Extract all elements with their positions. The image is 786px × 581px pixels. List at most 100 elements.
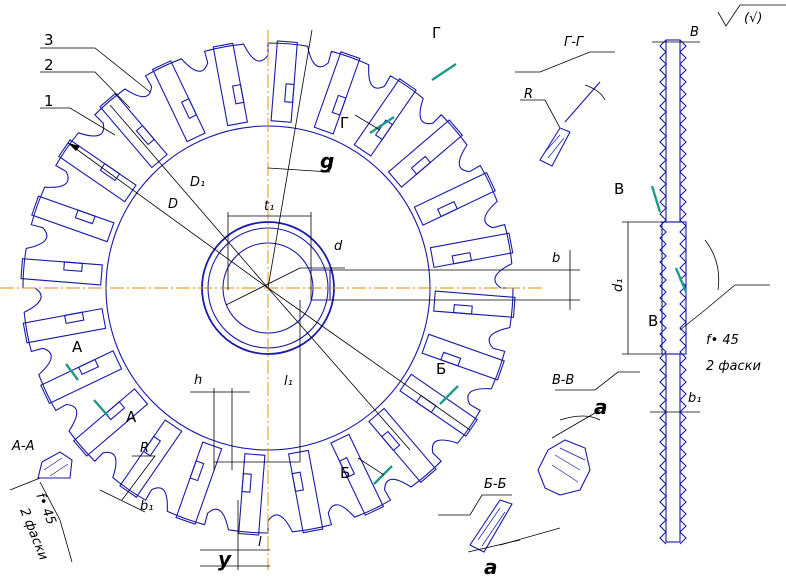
- R-leader: [121, 455, 156, 501]
- BB-tooth: [469, 499, 513, 553]
- label-A-bottom: A: [126, 408, 137, 426]
- section-AA: [9, 451, 73, 563]
- GG-tooth: [539, 127, 571, 167]
- insert-seat: [381, 430, 401, 452]
- AA-body: [37, 451, 73, 479]
- label-pos2: 2: [44, 56, 54, 74]
- section-BB: [438, 494, 561, 553]
- label-G-top: Г: [432, 24, 441, 42]
- GG-leader: [515, 51, 615, 73]
- label-l1: l₁: [284, 374, 293, 389]
- tooth-insert: [433, 290, 516, 318]
- insert-seat: [451, 251, 473, 265]
- tooth-insert: [287, 449, 324, 534]
- insert-seat: [77, 358, 100, 376]
- insert-seat: [135, 124, 155, 146]
- dia-D1-line-ext: [267, 287, 411, 451]
- label-B-bottom: Б: [340, 464, 350, 482]
- gamma-ray: [267, 29, 313, 289]
- insert-seat: [180, 97, 198, 120]
- label-t1: t₁: [264, 199, 274, 214]
- label-R-detail: R: [524, 87, 533, 102]
- label-G-mid: Г: [340, 114, 349, 132]
- insert-seat: [63, 261, 83, 272]
- cut-A-top: [65, 363, 79, 381]
- insert-seat: [331, 94, 347, 116]
- tooth-insert: [175, 441, 223, 525]
- labels: 3 2 1 D D₁ t₁ d b l₁ h l y R b₁ g A A Г …: [11, 11, 762, 579]
- label-section-BB: Б-Б: [484, 477, 507, 492]
- label-d1: d₁: [611, 279, 626, 292]
- label-B-right: Б: [436, 360, 446, 378]
- VV-arc: [559, 415, 601, 421]
- label-B-width: B: [690, 25, 699, 40]
- tooth-insert: [31, 195, 115, 243]
- label-gamma: g: [320, 149, 334, 173]
- insert-seat: [74, 209, 96, 225]
- label-A-top: A: [72, 338, 83, 356]
- section-GG: [515, 51, 615, 167]
- tooth-insert: [368, 407, 437, 484]
- side-view: [622, 4, 786, 545]
- dia-D1-line: [109, 104, 269, 289]
- tooth-insert: [212, 42, 249, 127]
- label-section-AA: A-A: [11, 439, 34, 454]
- chamfer-leader: [679, 284, 770, 331]
- label-alpha: a: [594, 395, 608, 419]
- G-arrow: [354, 114, 381, 131]
- tooth-insert: [119, 419, 183, 498]
- tooth-insert: [429, 232, 514, 269]
- insert-seat: [440, 351, 462, 367]
- insert-seat: [104, 401, 126, 421]
- label-V-top: B: [614, 180, 624, 198]
- d-leader: [225, 267, 301, 306]
- tooth-insert: [313, 51, 361, 135]
- label-y: y: [218, 547, 232, 571]
- label-roughness: (√): [744, 11, 762, 26]
- label-alpha2: a: [484, 555, 498, 579]
- BB-ray2: [499, 527, 561, 546]
- label-section-GG: Г-Г: [564, 35, 585, 50]
- cut-B-bottom: [373, 465, 393, 485]
- VV-body: [537, 439, 591, 496]
- side-teeth-profile: [659, 39, 667, 545]
- side-teeth: [659, 39, 687, 545]
- tooth-insert: [151, 60, 206, 143]
- insert-seat: [453, 304, 473, 315]
- section-VV: [537, 371, 640, 496]
- label-V-bot: B: [648, 312, 658, 330]
- side-disc-bot: [665, 353, 681, 543]
- AA-ray: [9, 477, 41, 491]
- leader-pos2: [40, 71, 131, 109]
- main-view: [0, 29, 580, 570]
- insert-seat: [338, 456, 356, 479]
- tooth-insert: [20, 258, 103, 286]
- insert-seat: [410, 155, 432, 175]
- label-D: D: [168, 197, 178, 212]
- B-arrow: [357, 457, 385, 476]
- tooth-insert: [270, 40, 298, 123]
- label-l: l: [258, 535, 262, 550]
- tooth-insert: [58, 139, 137, 203]
- gamma-arc: [267, 167, 331, 173]
- dia-D-arrow: [68, 143, 80, 151]
- tooth-insert: [330, 433, 385, 516]
- roughness-check: [717, 4, 741, 27]
- insert-seat: [63, 311, 85, 325]
- cut-G-mid: [369, 116, 395, 134]
- label-h: h: [194, 373, 202, 388]
- insert-seat: [241, 473, 252, 493]
- insert-seat: [99, 162, 121, 182]
- label-b: b: [552, 251, 560, 266]
- label-pos1: 1: [44, 92, 54, 110]
- label-chamfer-count: 2 фаски: [706, 359, 761, 374]
- insert-seat: [231, 83, 245, 105]
- GG-arc: [584, 84, 606, 101]
- label-chamfer: f• 45: [706, 333, 739, 348]
- label-section-VV: B-B: [552, 373, 574, 388]
- tooth-insert: [399, 373, 478, 437]
- AA-chamfer-leader: [39, 481, 73, 563]
- cut-A-bottom: [93, 399, 109, 417]
- side-teeth-profile-right: [679, 39, 687, 545]
